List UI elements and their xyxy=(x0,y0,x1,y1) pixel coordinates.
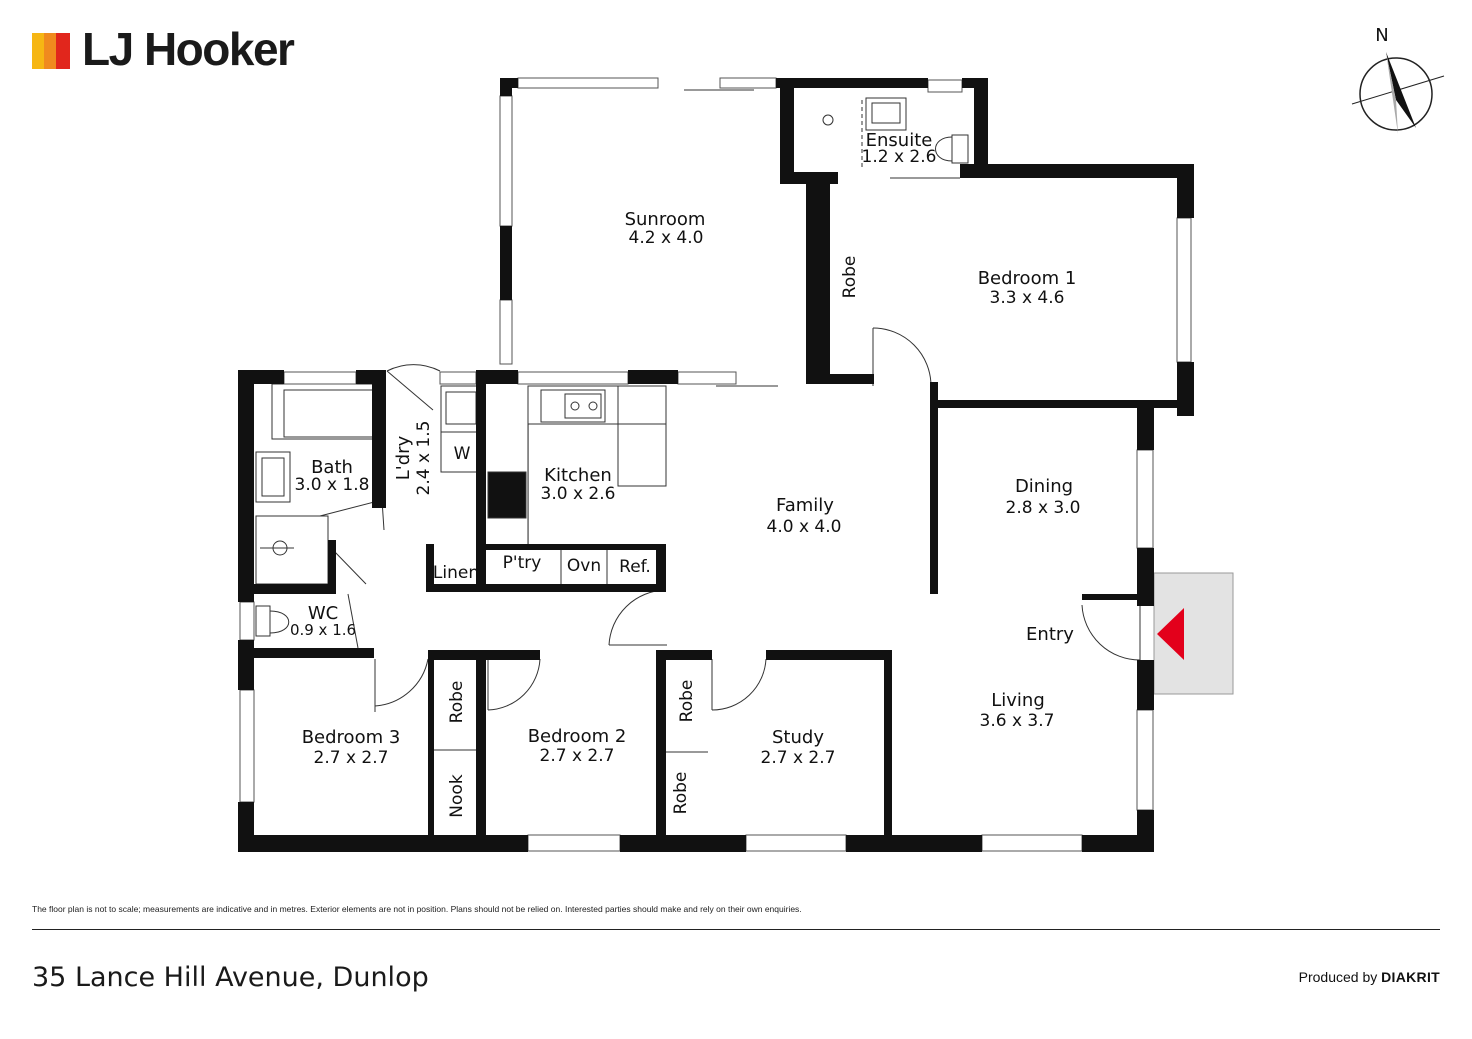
property-address: 35 Lance Hill Avenue, Dunlop xyxy=(32,962,429,993)
label-nook: Nook xyxy=(447,774,467,818)
logo-wordmark: LJ Hooker xyxy=(82,23,295,75)
room-dims-sunroom: 4.2 x 4.0 xyxy=(629,228,704,248)
room-name-living: Living xyxy=(991,690,1045,711)
room-dims-bedroom3: 2.7 x 2.7 xyxy=(314,748,389,768)
produced-by-label: Produced by xyxy=(1298,969,1378,985)
lj-hooker-logo: LJ Hooker xyxy=(32,22,295,76)
room-name-laundry: L'dry xyxy=(393,435,414,480)
room-dims-ensuite: 1.2 x 2.6 xyxy=(862,147,937,167)
room-name-family: Family xyxy=(776,495,834,516)
producer-credit: Produced by DIAKRIT xyxy=(1299,969,1440,985)
north-compass-icon: N xyxy=(1351,25,1445,134)
room-name-bedroom2: Bedroom 2 xyxy=(528,726,627,747)
room-dims-living: 3.6 x 3.7 xyxy=(980,711,1055,731)
room-dims-bedroom2: 2.7 x 2.7 xyxy=(540,746,615,766)
room-name-dining: Dining xyxy=(1015,476,1073,497)
label-fridge: Ref. xyxy=(619,557,651,577)
room-name-wc: WC xyxy=(308,603,338,624)
room-labels: Sunroom 4.2 x 4.0 Ensuite 1.2 x 2.6 Bedr… xyxy=(290,130,1081,818)
room-dims-laundry: 2.4 x 1.5 xyxy=(414,421,434,496)
label-pantry: P'try xyxy=(503,553,542,573)
walls xyxy=(238,78,1194,852)
producer-name: DIAKRIT xyxy=(1381,969,1440,985)
room-name-kitchen: Kitchen xyxy=(544,465,612,486)
room-name-sunroom: Sunroom xyxy=(625,209,706,230)
disclaimer-text: The floor plan is not to scale; measurem… xyxy=(32,904,802,914)
room-dims-bedroom1: 3.3 x 4.6 xyxy=(990,288,1065,308)
room-dims-family: 4.0 x 4.0 xyxy=(767,517,842,537)
label-robe-bedroom1: Robe xyxy=(840,256,860,299)
room-name-bedroom3: Bedroom 3 xyxy=(302,727,401,748)
room-name-study: Study xyxy=(772,727,824,748)
footer-divider xyxy=(32,929,1440,930)
room-name-bedroom1: Bedroom 1 xyxy=(978,268,1077,289)
label-entry: Entry xyxy=(1026,624,1074,645)
compass-north-label: N xyxy=(1375,25,1388,46)
room-dims-study: 2.7 x 2.7 xyxy=(761,748,836,768)
label-robe-study: Robe xyxy=(671,772,691,815)
label-washer: W xyxy=(454,444,471,464)
room-dims-kitchen: 3.0 x 2.6 xyxy=(541,484,616,504)
entry-arrow-icon xyxy=(1157,608,1184,660)
label-robe-bedroom2: Robe xyxy=(677,680,697,723)
room-name-ensuite: Ensuite xyxy=(866,130,933,151)
room-dims-bath: 3.0 x 1.8 xyxy=(295,475,370,495)
logo-mark-icon xyxy=(32,29,72,69)
room-name-bath: Bath xyxy=(311,457,353,478)
room-dims-dining: 2.8 x 3.0 xyxy=(1006,498,1081,518)
room-dims-wc: 0.9 x 1.6 xyxy=(290,621,356,639)
label-linen: Linen xyxy=(433,563,479,583)
label-oven: Ovn xyxy=(567,556,601,576)
label-robe-bedroom3: Robe xyxy=(447,681,467,724)
